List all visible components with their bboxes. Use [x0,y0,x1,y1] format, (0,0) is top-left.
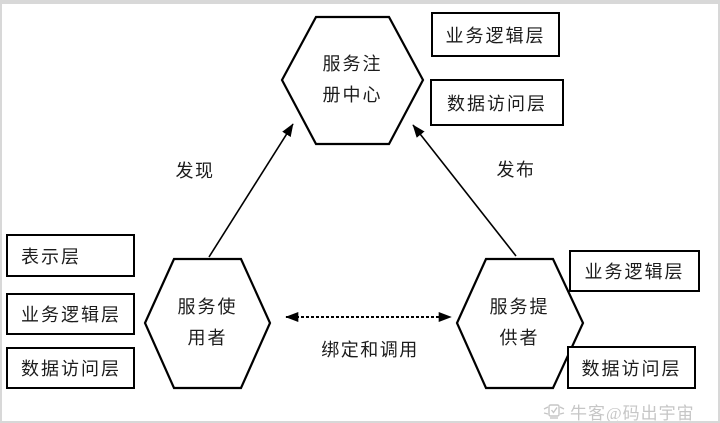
diagram-shapes-layer [143,15,585,390]
layer-box-bottomright-data: 数据访问层 [567,346,696,389]
consumer-hexagon [143,257,272,390]
layer-box-topright-business: 业务逻辑层 [431,12,560,57]
registry-hexagon [280,15,425,146]
layer-box-bottomright-business: 业务逻辑层 [569,250,700,292]
layer-box-left-data: 数据访问层 [6,347,135,389]
layer-box-topright-data: 数据访问层 [430,79,564,126]
watermark-text: 牛客@码出宇宙 [570,403,695,423]
discover-edge-label: 发现 [175,161,215,181]
publish-edge-label: 发布 [496,160,536,180]
watermark: 牛客@码出宇宙 [543,398,695,423]
layer-box-left-presentation: 表示层 [6,234,135,277]
layer-box-left-business: 业务逻辑层 [6,293,135,335]
bind-invoke-edge-label: 绑定和调用 [321,340,419,360]
discover-arrow [208,123,294,258]
nowcoder-logo-icon [543,404,565,419]
publish-arrow [412,124,517,257]
provider-hexagon [455,257,585,390]
